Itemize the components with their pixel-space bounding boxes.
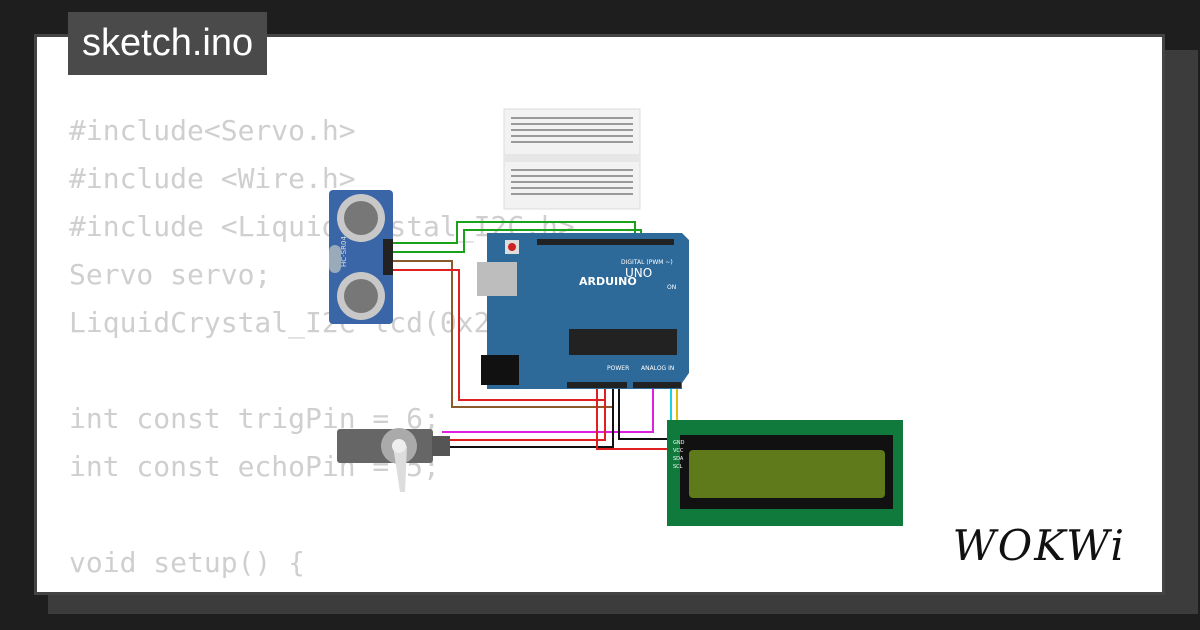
preview-card[interactable]: #include<Servo.h> #include <Wire.h> #inclu… [34,34,1165,595]
lcd-pin-vcc: VCC [673,448,684,454]
code-line: void setup() { [69,546,306,579]
arduino-analog-label: ANALOG IN [641,365,674,372]
arduino-power-label: POWER [607,365,629,372]
sensor-model: HC-SR04 [340,236,348,267]
lcd-pin-gnd: GND [673,440,685,446]
lcd-display[interactable]: GND VCC SDA SCL [667,420,903,526]
arduino-model: UNO [625,266,652,280]
file-tab-label: sketch.ino [82,22,254,64]
arduino-brand: ARDUINO [579,275,637,288]
wire-red-lcd [596,387,667,450]
servo-motor[interactable] [337,428,450,492]
arduino-on-label: ON [667,284,676,291]
code-line: Servo servo; [69,258,272,291]
file-tab[interactable]: sketch.ino [68,12,268,75]
code-background: #include<Servo.h> #include <Wire.h> #inclu… [69,107,659,592]
code-line: int const trigPin = 6; [69,402,440,435]
wire-black-servo [442,387,614,448]
code-line: #include <Wire.h> [69,162,356,195]
wire-green-trig [393,221,636,244]
arduino-digital-label: DIGITAL (PWM ~) [621,259,673,266]
ultrasonic-sensor[interactable]: HC-SR04 [329,190,393,324]
wire-black-lcd [618,387,667,440]
wokwi-logo: WOKWi [952,521,1126,570]
code-line: #include <LiquidCrystal_I2C.h> [69,210,575,243]
lcd-pin-scl: SCL [673,464,683,470]
breadboard [503,108,641,210]
circuit-diagram: HC-SR04 ARDUINO UNO DIGITAL (PWM ~) ANAL… [329,108,903,526]
code-line: int const echoPin = 5; [69,450,440,483]
lcd-pin-sda: SDA [673,456,684,462]
code-line: #include<Servo.h> [69,114,356,147]
arduino-uno[interactable]: ARDUINO UNO DIGITAL (PWM ~) ANALOG IN PO… [477,233,689,389]
wire-red-servo [442,387,606,441]
